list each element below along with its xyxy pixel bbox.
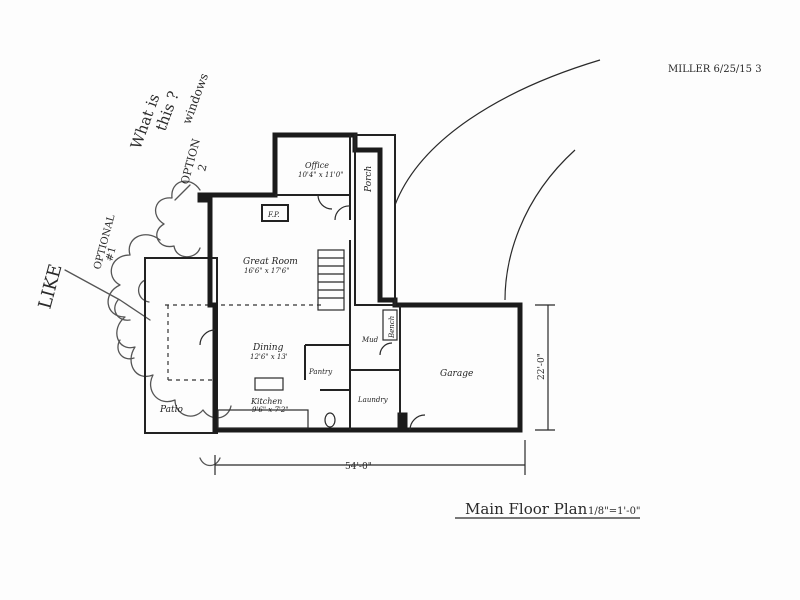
plan-title: Main Floor Plan [465,500,588,518]
driveway-curve-inner [504,149,576,301]
door-swing-patio [199,329,216,346]
door-swing-garage [409,414,426,431]
dimension-label-width: 54'-0" [345,462,372,472]
staircase [317,249,345,311]
shrub-sketch-inner [114,279,150,360]
shrub-leader-line [64,269,151,321]
kitchen-counter [217,409,309,429]
fireplace-box [261,204,289,222]
option-leader-line [174,184,191,201]
bench-box [382,309,398,341]
room-label-bench: Bench [388,316,396,339]
room-label-office: Office [305,161,329,170]
door-swing-porch [334,205,351,221]
note-optional-number: #1 [104,246,118,263]
note-option-2: OPTION [178,137,203,186]
room-dim-great-room: 16'6" x 17'6" [244,267,289,275]
door-swing-office [317,194,333,210]
driveway-curve-outer [394,59,601,206]
room-label-dining: Dining [252,343,284,353]
stamp-text: MILLER 6/25/15 3 [668,64,762,75]
kitchen-island [254,377,284,391]
room-label-laundry: Laundry [357,396,389,404]
room-label-garage: Garage [440,369,473,379]
dimension-label-depth: 22'-0" [537,353,547,380]
room-label-kitchen: Kitchen [250,397,282,406]
room-dim-kitchen: 9'6" x 7'2" [252,406,289,414]
shrub-sketch-main [107,234,232,467]
shrub-sketch-upper [154,180,201,258]
plan-scale: 1/8"=1'-0" [588,506,641,517]
room-dim-office: 10'4" x 11'0" [298,171,343,179]
room-label-great-room: Great Room [243,257,298,267]
note-question-3: windows [180,71,211,126]
room-label-mud: Mud [361,336,379,344]
room-label-pantry: Pantry [308,368,333,376]
house-exterior-walls [197,132,523,433]
door-swing-mud [379,342,393,356]
toilet [324,412,336,428]
note-like: LIKE [35,262,67,312]
room-label-porch: Porch [364,166,374,193]
porch-outline [354,134,396,306]
stair-treads [318,257,344,299]
room-dim-dining: 12'6" x 13' [250,353,288,361]
room-label-fireplace: F.P. [267,211,280,219]
note-option-2-number: 2 [195,163,209,173]
room-label-patio: Patio [159,405,184,415]
